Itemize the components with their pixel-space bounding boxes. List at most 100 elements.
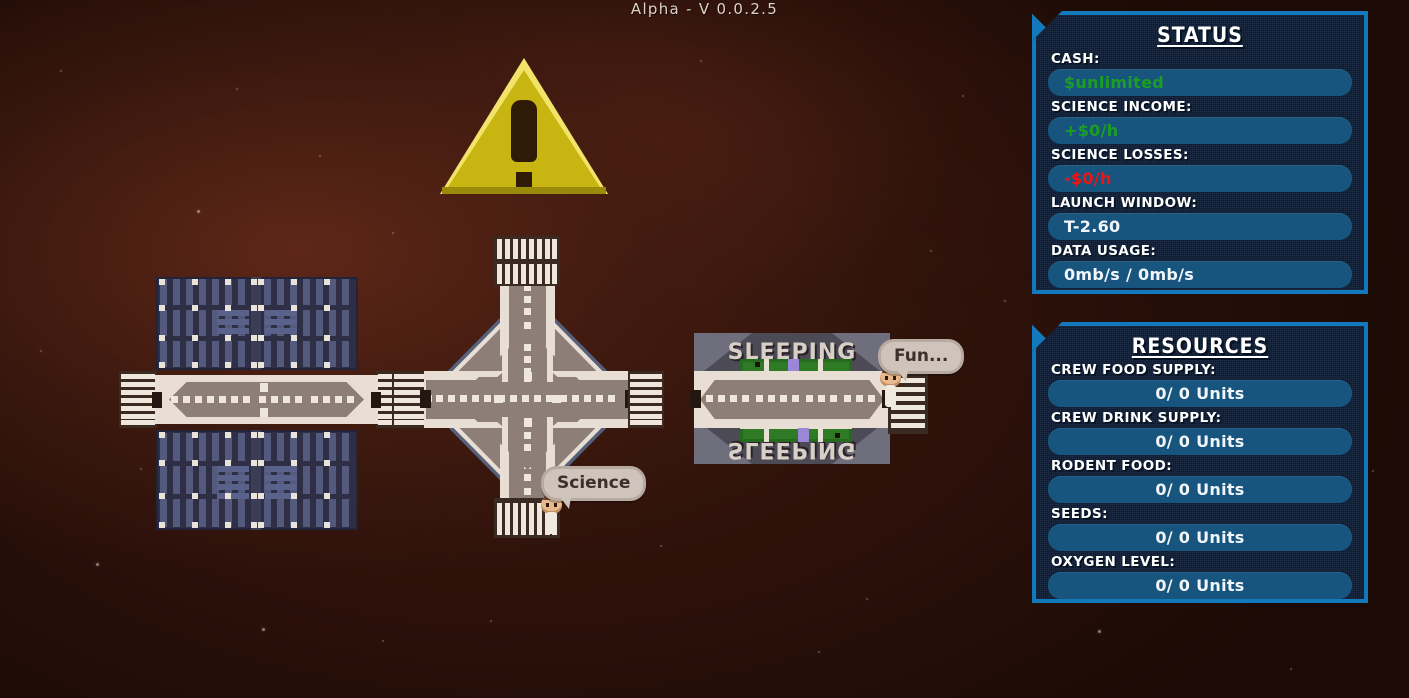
solar-panel-stud [192,460,198,466]
solar-panel-bar [217,310,249,316]
solar-cell [225,279,232,306]
solar-panel-stud [250,493,257,499]
solar-cell [160,341,167,368]
status-row-value-1: +$0/h [1048,117,1352,144]
solar-panel-bar [265,466,297,472]
solar-panel-stud [159,522,165,528]
solar-cell [199,432,206,461]
star [382,640,384,642]
solar-cell [225,432,232,461]
solar-panel-bar [265,319,297,325]
solar-cell [316,310,323,337]
solar-cell [199,279,206,306]
star [197,210,200,213]
crew-speech-bubble-science[interactable]: Science [541,466,647,509]
solar-panel-stud [291,279,297,285]
solar-cell [290,432,297,461]
status-row-value-0: $unlimited [1048,69,1352,96]
solar-panel-stud [258,305,264,311]
warning-triangle-base [442,187,606,194]
corridor-top-teeth-a [497,239,557,259]
solar-panel-stud [291,362,297,368]
solar-cell [329,499,336,528]
solar-panel-stud [159,305,165,311]
star [866,598,868,600]
status-row-value-text-2: -$0/h [1064,169,1112,188]
solar-cell [303,432,310,461]
solar-panel-array-lower-left[interactable] [156,430,358,530]
status-row-label-1: SCIENCE INCOME: [1051,99,1192,115]
version-label: Alpha - V 0.0.2.5 [630,0,779,18]
status-row-value-2: -$0/h [1048,165,1352,192]
solar-panel-stud [258,279,264,285]
resources-row-value-3: 0/ 0 Units [1048,524,1352,551]
solar-panel-stud [159,493,165,499]
star [96,563,99,566]
connector-left-teeth [394,374,426,425]
solar-cell [186,499,193,528]
solar-cell [173,432,180,461]
star [60,70,62,72]
star [962,95,964,97]
solar-panel-array-upper-left[interactable] [156,277,358,370]
solar-cell [277,499,284,528]
solar-cell [199,465,206,494]
solar-panel-stud [225,522,231,528]
solar-panel-stud [324,362,330,368]
resources-panel-title: RESOURCES [1131,334,1269,358]
status-row-value-text-1: +$0/h [1064,121,1119,140]
solar-cell [264,432,271,461]
star [700,60,702,62]
corridor-top-teeth-b [497,264,557,284]
solar-cell [264,499,271,528]
solar-panel-stud [192,432,198,438]
solar-panel-stud [192,335,198,341]
status-row-label-2: SCIENCE LOSSES: [1051,147,1189,163]
solar-cell [303,499,310,528]
solar-panel-stud [159,432,165,438]
resources-row-value-text-0: 0/ 0 Units [1155,384,1245,403]
solar-panel-stud [159,279,165,285]
solar-panel-stud [250,362,257,368]
solar-cell [342,341,349,368]
crew-speech-text: Fun... [894,346,949,366]
solar-panel-stud [192,522,198,528]
solar-cell [264,341,271,368]
star [1372,470,1374,472]
star [319,155,321,157]
solar-panel-spine [250,277,261,370]
solar-cell [160,465,167,494]
solar-panel-stud [192,305,198,311]
solar-cell [238,279,245,306]
solar-cell [264,279,271,306]
star [818,651,820,653]
corridor-module-left[interactable] [119,371,414,428]
solar-panel-stud [250,335,257,341]
solar-cell [186,279,193,306]
solar-cell [303,465,310,494]
crew-speech-text: Science [557,473,631,493]
resources-row-label-3: SEEDS: [1051,506,1108,522]
solar-cell [212,279,219,306]
status-row-label-4: DATA USAGE: [1051,243,1157,259]
warning-exclamation-bar [511,100,537,162]
crew-speech-bubble-fun[interactable]: Fun... [878,339,965,382]
star [1004,300,1006,302]
solar-panel-stud [324,335,330,341]
solar-cell [173,310,180,337]
star [490,620,492,622]
solar-panel-bar [217,328,249,334]
solar-cell-row [156,339,358,370]
solar-cell [342,499,349,528]
solar-cell [303,279,310,306]
solar-panel-stud [250,305,257,311]
warning-triangle-icon[interactable] [440,58,608,194]
solar-panel-bar [265,310,297,316]
solar-panel-stud [250,522,257,528]
solar-cell [199,310,206,337]
